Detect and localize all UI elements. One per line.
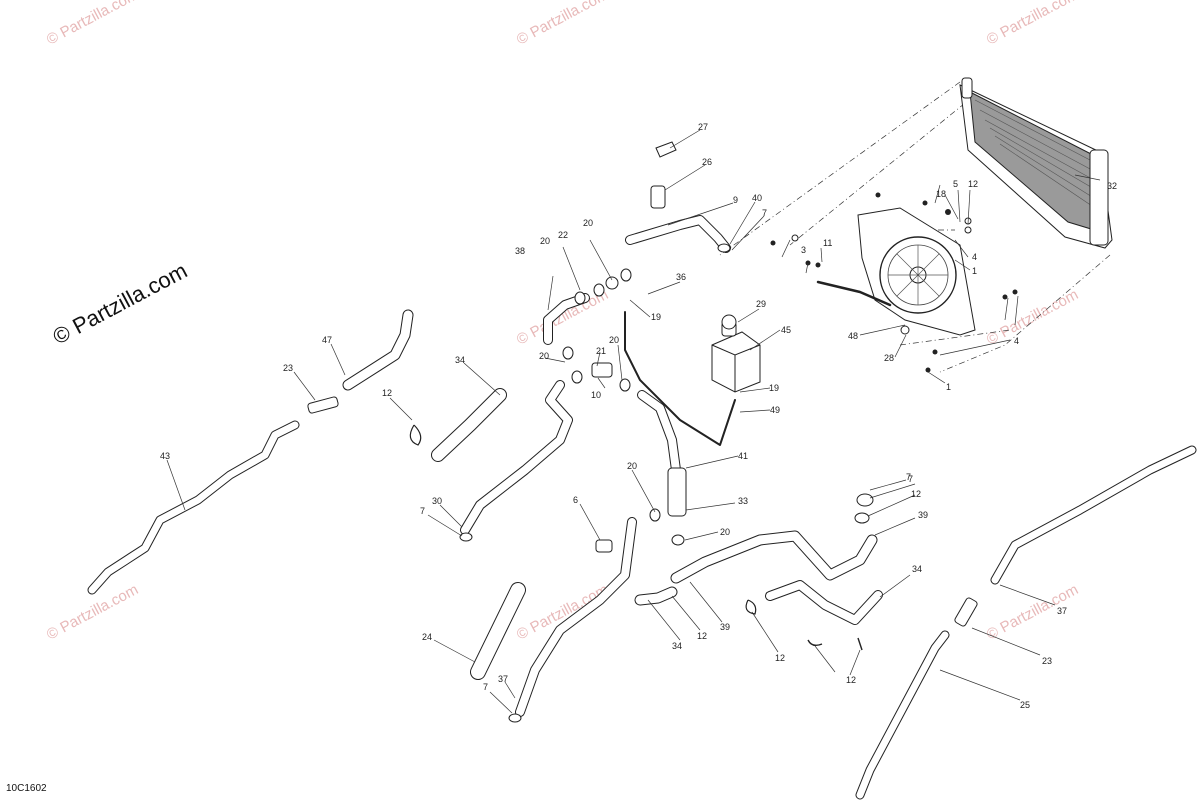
leader-lines xyxy=(166,129,1101,714)
callout-label: 4 xyxy=(972,252,977,262)
callout-label: 36 xyxy=(676,272,686,282)
callout-label: 7 xyxy=(483,682,488,692)
callout-label: 9 xyxy=(733,195,738,205)
callout-label: 43 xyxy=(160,451,170,461)
callout-label: 23 xyxy=(283,363,293,373)
callout-label: 12 xyxy=(775,653,785,663)
callout-label: 26 xyxy=(702,157,712,167)
callout-label: 30 xyxy=(432,496,442,506)
callout-label: 48 xyxy=(848,331,858,341)
callout-label: 1 xyxy=(972,266,977,276)
callout-label: 37 xyxy=(498,674,508,684)
callout-label: 20 xyxy=(583,218,593,228)
callout-label: 11 xyxy=(823,238,832,248)
callout-label: 2 xyxy=(973,179,978,189)
callout-label: 24 xyxy=(422,632,432,642)
watermark: © Partzilla.com xyxy=(44,0,141,49)
callout-label: 7 xyxy=(762,208,767,218)
callout-label: 7 xyxy=(908,474,913,484)
callout-label: 40 xyxy=(752,193,762,203)
callout-label: 34 xyxy=(672,641,682,651)
callout-label: 33 xyxy=(738,496,748,506)
watermark: © Partzilla.com xyxy=(984,0,1081,49)
callout-label: 20 xyxy=(720,527,730,537)
callout-label: 29 xyxy=(756,299,766,309)
callout-label: 3 xyxy=(801,245,806,255)
callout-label: 12 xyxy=(382,388,392,398)
callout-label: 39 xyxy=(918,510,928,520)
callout-label: 32 xyxy=(1107,181,1117,191)
callout-label: 23 xyxy=(1042,656,1052,666)
callout-label: 12 xyxy=(911,489,921,499)
callout-label: 45 xyxy=(781,325,791,335)
callout-label: 4 xyxy=(1014,336,1019,346)
callout-label: 34 xyxy=(455,355,465,365)
hoses xyxy=(87,215,1197,800)
callout-label: 38 xyxy=(515,246,525,256)
callout-label: 5 xyxy=(953,179,958,189)
callout-label: 20 xyxy=(539,351,549,361)
callout-labels: 1 1 1 2 3 4 4 5 6 7 7 7 7 7 9 10 11 12 1… xyxy=(160,122,1117,710)
fittings xyxy=(307,141,978,723)
callout-label: 10 xyxy=(591,390,601,400)
callout-label: 20 xyxy=(627,461,637,471)
callout-label: 1 xyxy=(946,382,951,392)
callout-label: 12 xyxy=(697,631,707,641)
callout-label: 20 xyxy=(609,335,619,345)
callout-label: 39 xyxy=(720,622,730,632)
callout-label: 34 xyxy=(912,564,922,574)
radiator xyxy=(959,77,1113,249)
fan-shroud xyxy=(816,207,976,336)
callout-label: 18 xyxy=(936,189,946,199)
callout-label: 12 xyxy=(846,675,856,685)
callout-label: 7 xyxy=(420,506,425,516)
diagram-code: 10C1602 xyxy=(6,783,47,794)
callout-label: 49 xyxy=(770,405,780,415)
watermark: © Partzilla.com xyxy=(984,286,1081,348)
alignment-lines xyxy=(719,81,1111,373)
callout-label: 20 xyxy=(540,236,550,246)
callout-label: 25 xyxy=(1020,700,1030,710)
callout-label: 47 xyxy=(322,335,332,345)
callout-label: 37 xyxy=(1057,606,1067,616)
coolant-tank xyxy=(711,314,761,393)
callout-label: 6 xyxy=(573,495,578,505)
callout-label: 28 xyxy=(884,353,894,363)
callout-label: 22 xyxy=(558,230,568,240)
callout-label: 27 xyxy=(698,122,708,132)
callout-label: 19 xyxy=(769,383,779,393)
callout-label: 19 xyxy=(651,312,661,322)
watermark: © Partzilla.com xyxy=(514,0,611,49)
callout-label: 41 xyxy=(738,451,748,461)
watermark-large: © Partzilla.com xyxy=(49,258,192,350)
callout-label: 1 xyxy=(968,179,973,189)
callout-label: 21 xyxy=(596,346,606,356)
callout-label: 7 xyxy=(906,472,911,482)
